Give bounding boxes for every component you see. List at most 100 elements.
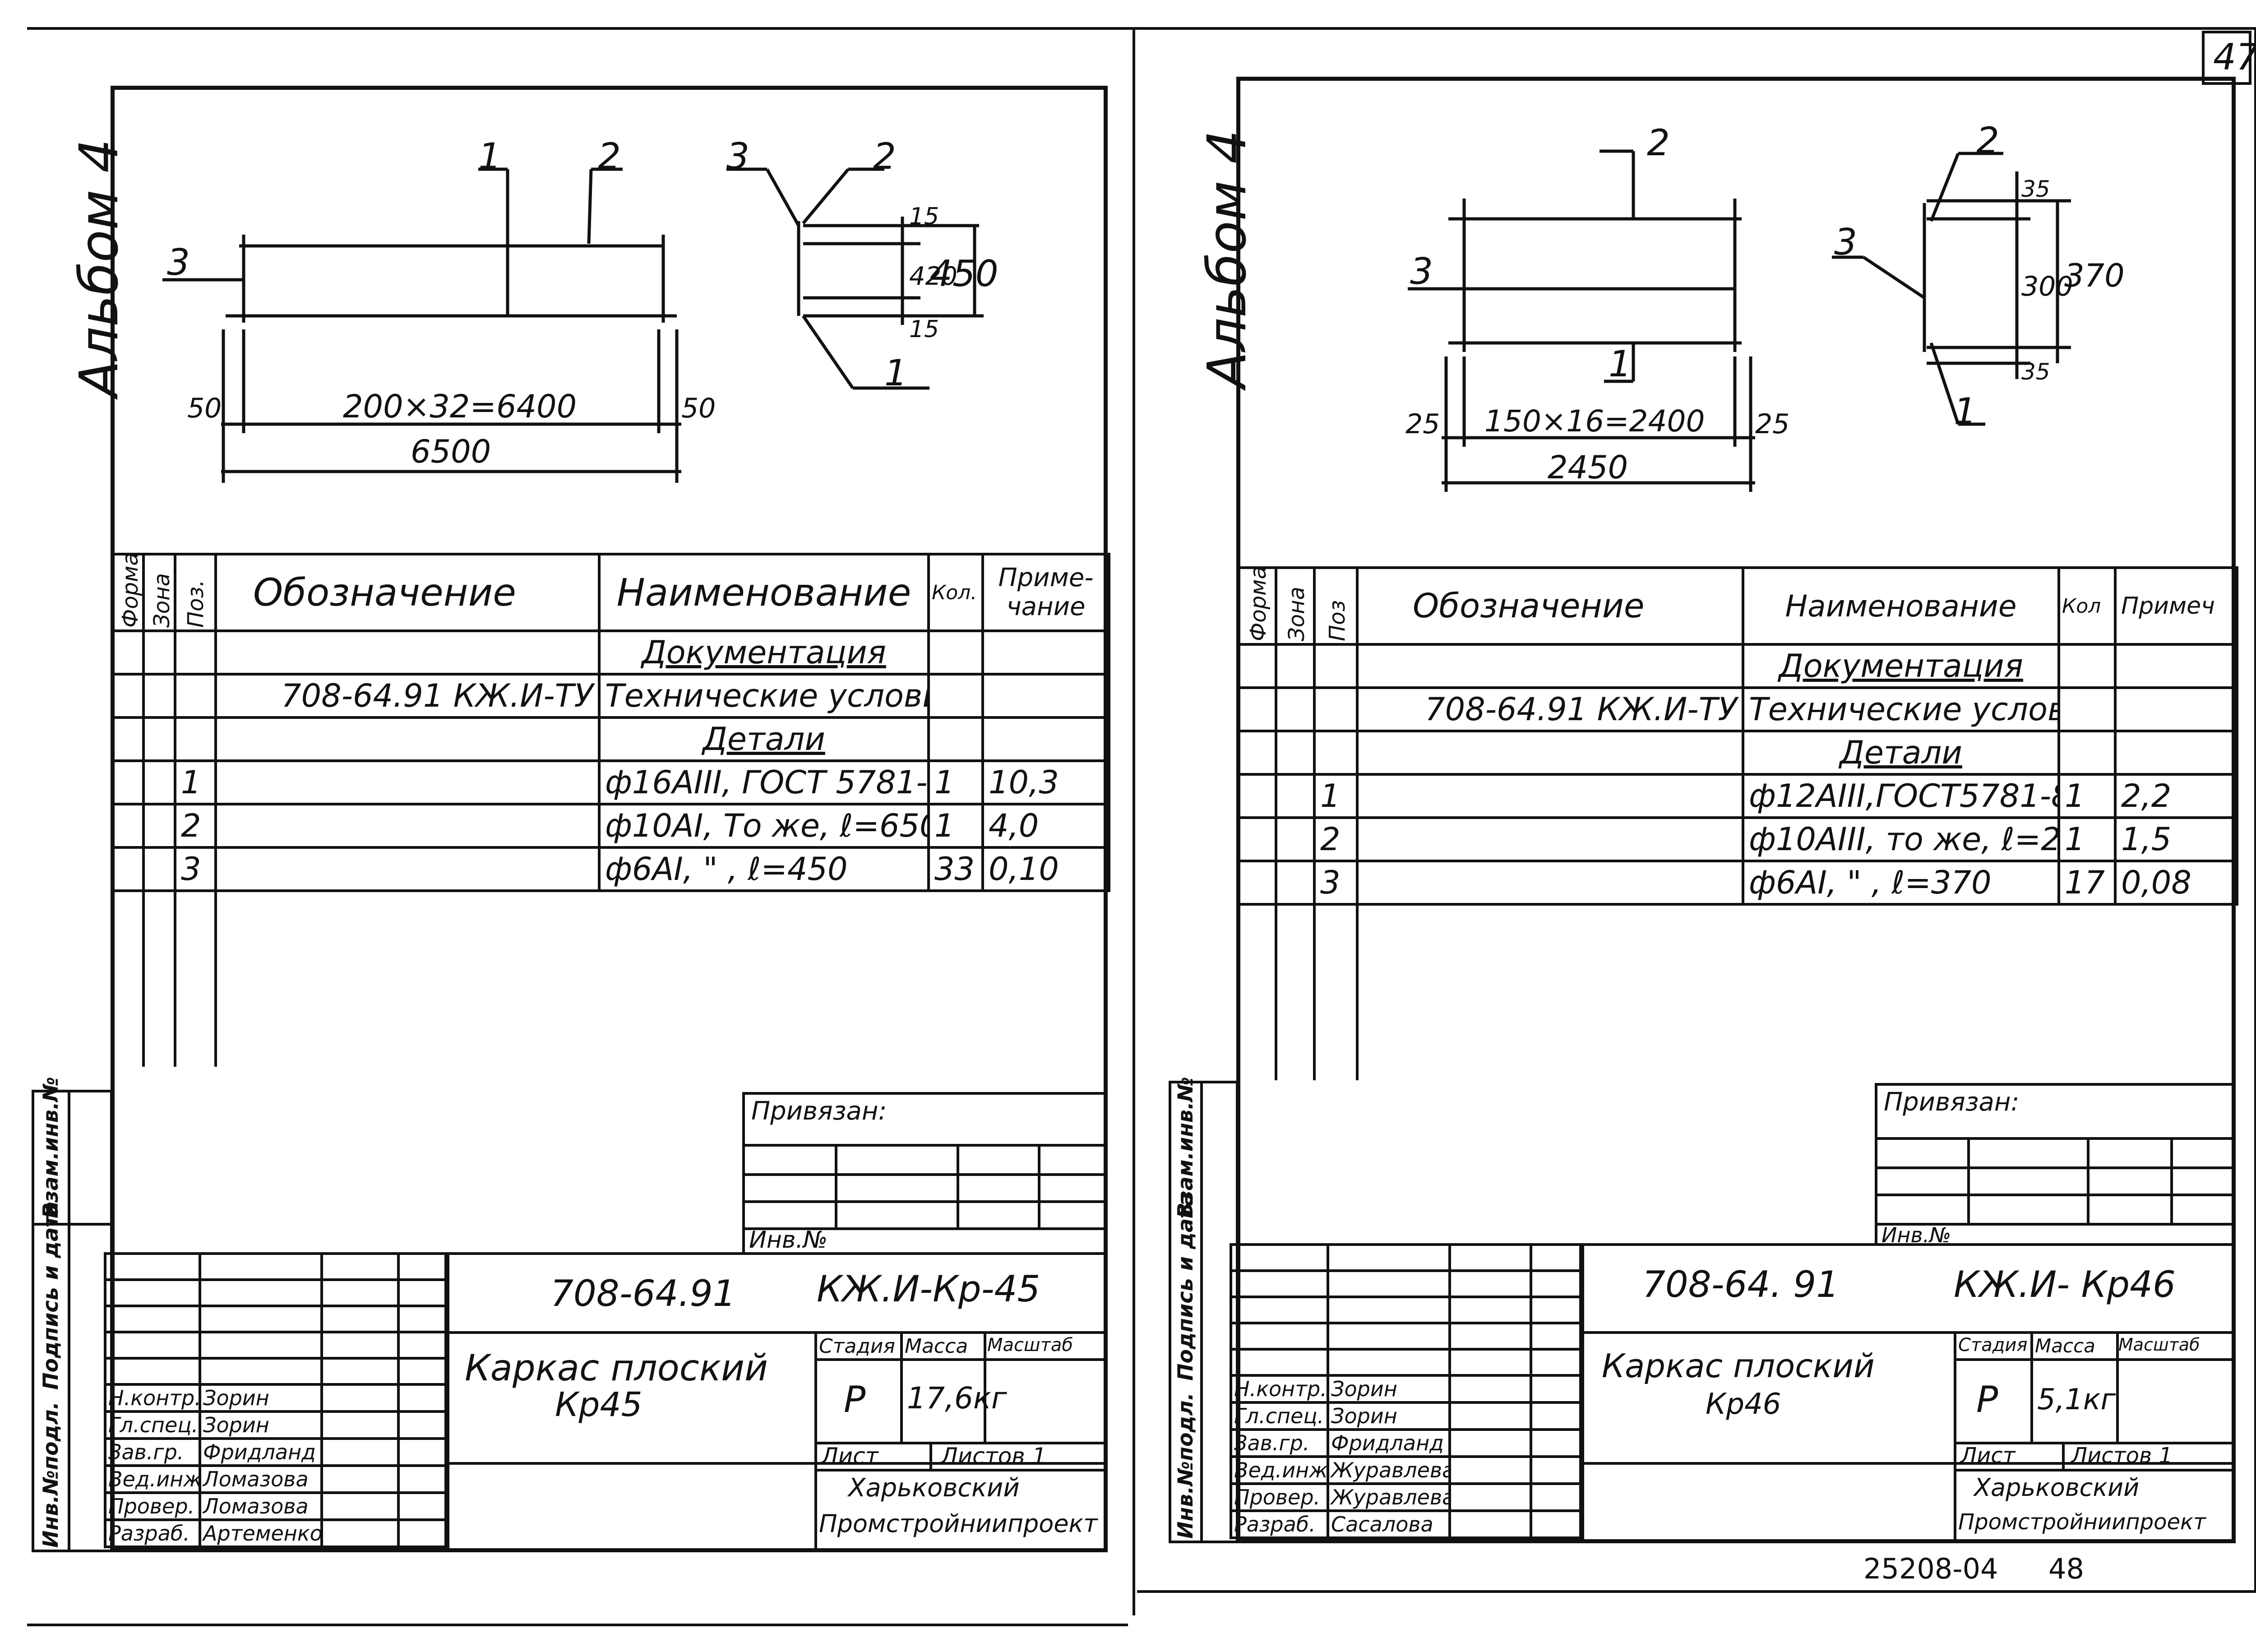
spec-cell-qty: 1 — [2057, 816, 2117, 862]
left-sec-dim-bot: 15 — [909, 316, 939, 343]
spec-cell-empty — [111, 673, 145, 719]
right-priv-col3 — [2170, 1137, 2173, 1223]
right-priv-row2 — [1875, 1166, 2236, 1169]
spec-cell-pos: 1 — [1313, 773, 1359, 819]
stamp-role: Провер. — [1230, 1482, 1329, 1512]
stamp-name: Журавлева — [1327, 1455, 1451, 1485]
left-spec-table: Формат Зона Поз. Обозначение Наименовани… — [111, 553, 1110, 1067]
right-sec-dim-top: 35 — [2021, 176, 2050, 202]
spec-cell-pos: 2 — [1313, 816, 1359, 862]
stamp-name: Зорин — [1327, 1374, 1451, 1404]
spec-cell-qty: 1 — [2057, 773, 2117, 819]
spec-cell-designation — [214, 846, 601, 892]
spec-cell-designation — [1356, 643, 1744, 689]
spec-cell-empty — [1275, 773, 1316, 819]
stamp-cell-empty — [1530, 1322, 1584, 1351]
stamp-empty-row — [104, 1357, 449, 1386]
spec-cell-designation — [1356, 730, 1744, 776]
stamp-signature — [397, 1491, 449, 1521]
right-doc-code: 708-64. 91 — [1642, 1263, 1840, 1305]
stamp-role: Вед.инж. — [104, 1464, 201, 1494]
stamp-signature — [320, 1410, 400, 1440]
left-section-callout-3: 3 — [726, 135, 749, 177]
spec-cell-designation — [214, 759, 601, 805]
stamp-cell-empty — [1448, 1348, 1532, 1377]
right-title-row2 — [1579, 1462, 2236, 1465]
spec-cell-note — [2114, 643, 2238, 689]
stamp-person-row: Разраб.Сасалова — [1230, 1509, 1584, 1539]
stamp-signature — [320, 1383, 400, 1413]
stamp-role: Вед.инж. — [1230, 1455, 1329, 1485]
spec-cell-name: Детали — [598, 716, 930, 762]
right-sec-dim-mid: 300 — [2021, 271, 2073, 302]
spec-cell-qty — [2057, 643, 2117, 689]
spec-cell-empty — [142, 629, 176, 676]
left-doc-code: 708-64.91 — [550, 1273, 736, 1314]
stamp-empty-row — [104, 1278, 449, 1307]
right-doc-mark: КЖ.И- Кр46 — [1954, 1263, 2176, 1305]
table-row: Детали — [111, 716, 1110, 762]
spec-cell-name: ф10AI, То же, ℓ=6500 — [598, 803, 930, 849]
left-side-inv-podl: Инв.№подл. — [38, 1402, 63, 1548]
stamp-cell-empty — [104, 1278, 201, 1307]
table-row: Детали — [1236, 730, 2238, 776]
spec-cell-note — [981, 629, 1110, 676]
stamp-role: Н.контр. — [1230, 1374, 1329, 1404]
right-priv-col2 — [2087, 1137, 2090, 1223]
left-sheet-divider — [929, 1442, 932, 1469]
stamp-cell-empty — [1448, 1296, 1532, 1324]
stamp-name: Журавлева — [1327, 1482, 1451, 1512]
left-title-row1 — [444, 1331, 1108, 1334]
spec-cell-note — [2114, 686, 2238, 732]
spec-cell-qty — [927, 673, 984, 719]
stamp-person-row: Гл.спец.Зорин — [104, 1410, 449, 1440]
right-side-sign-date: Подпись и дата — [1173, 1192, 1197, 1381]
spec-cell-empty — [1275, 860, 1316, 906]
right-stage: Р — [1976, 1379, 1998, 1421]
left-title-2: Кр45 — [555, 1385, 643, 1424]
stamp-cell-empty — [1530, 1243, 1584, 1272]
stamp-person-row: Н.контр.Зорин — [1230, 1374, 1584, 1404]
spec-cell-name: Технические условия — [1742, 686, 2060, 732]
spec-cell-empty — [1275, 816, 1316, 862]
spec-cell-designation — [214, 803, 601, 849]
spec-cell-qty: 33 — [927, 846, 984, 892]
spec-cell-pos — [1313, 730, 1359, 776]
right-scale-label: Масштаб — [2118, 1335, 2200, 1355]
left-hdr-designation: Обозначение — [214, 553, 601, 632]
spec-cell-note: 10,3 — [981, 759, 1110, 805]
stamp-cell-empty — [397, 1357, 449, 1386]
stamp-empty-row — [1230, 1348, 1584, 1377]
stamp-role: Зав.гр. — [104, 1437, 201, 1467]
stamp-cell-empty — [320, 1357, 400, 1386]
spec-cell-note: 0,10 — [981, 846, 1110, 892]
spec-cell-empty — [111, 846, 145, 892]
spec-cell-designation — [1356, 773, 1744, 819]
right-callout-1: 1 — [1609, 343, 1632, 385]
stamp-cell-empty — [199, 1357, 323, 1386]
left-doc-mark: КЖ.И-Кр-45 — [817, 1268, 1040, 1310]
outer-right-line — [2254, 27, 2256, 1593]
right-hdr-name: Наименование — [1742, 566, 2060, 646]
stamp-role: Провер. — [104, 1491, 201, 1521]
left-priv-row4 — [742, 1227, 1108, 1230]
left-sheet-row — [814, 1442, 1108, 1444]
stamp-signature — [1448, 1509, 1532, 1539]
stamp-empty-row — [104, 1331, 449, 1360]
left-hdr-format: Формат — [111, 553, 145, 632]
right-privyazan-block — [1875, 1083, 2236, 1245]
stamp-role: Гл.спец. — [104, 1410, 201, 1440]
right-priv-row4 — [1875, 1223, 2236, 1226]
spec-cell-empty — [111, 803, 145, 849]
spec-cell-pos: 3 — [174, 846, 217, 892]
spec-cell-designation: 708-64.91 КЖ.И-ТУ — [214, 673, 601, 719]
left-hdr-zone: Зона — [142, 553, 176, 632]
stamp-signature — [1530, 1374, 1584, 1404]
right-dim-total: 2450 — [1548, 449, 1628, 486]
stamp-signature — [320, 1491, 400, 1521]
stamp-name: Ломазова — [199, 1491, 323, 1521]
spec-cell-qty — [927, 629, 984, 676]
